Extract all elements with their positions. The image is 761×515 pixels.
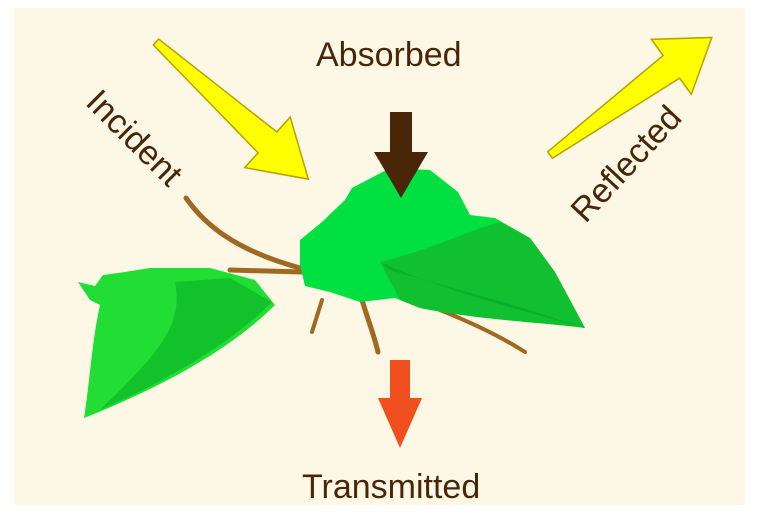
transmitted-arrow xyxy=(378,360,422,448)
stem-lower-left xyxy=(312,300,322,332)
stem-top xyxy=(186,198,300,268)
transmitted-label: Transmitted xyxy=(302,470,480,504)
stem-lower xyxy=(362,300,378,352)
main-leaf xyxy=(300,168,585,328)
stem-left xyxy=(230,270,302,272)
left-leaf xyxy=(78,268,275,418)
absorbed-label: Absorbed xyxy=(316,38,462,72)
